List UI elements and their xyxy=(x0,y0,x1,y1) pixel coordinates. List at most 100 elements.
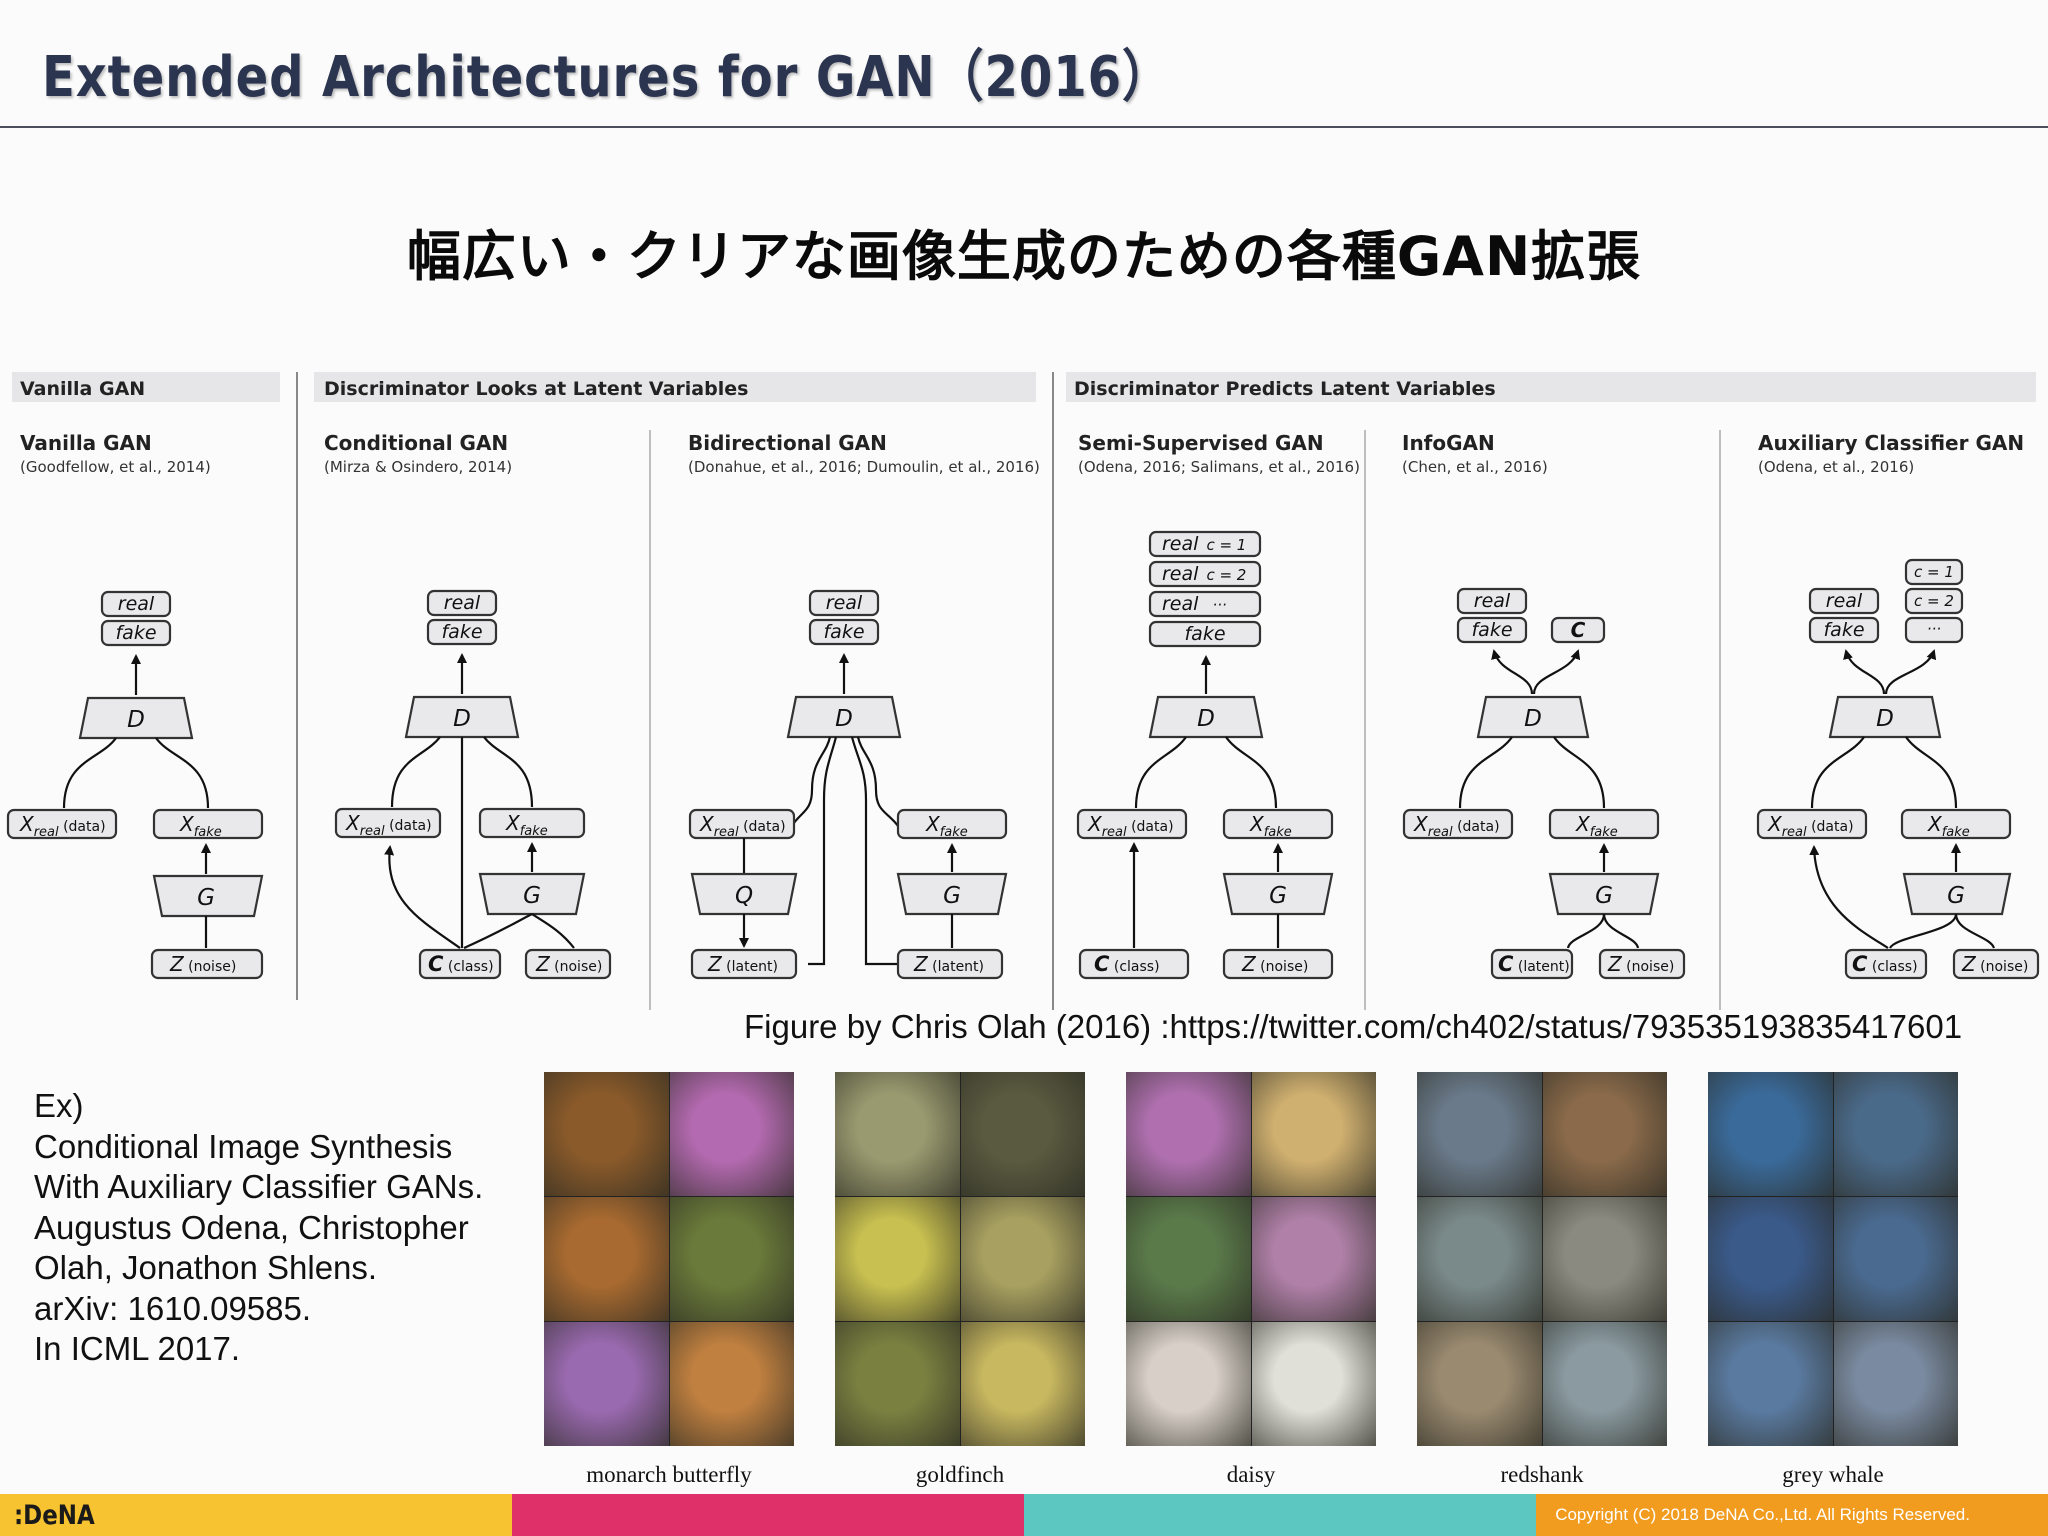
reference-line: Conditional Image Synthesis xyxy=(34,1127,453,1165)
footer-segment xyxy=(1024,1494,1536,1536)
sample-image xyxy=(669,1322,794,1446)
sample-image xyxy=(544,1197,669,1321)
reference-line: Augustus Odena, Christopher xyxy=(34,1208,469,1246)
model-title-conditional: Conditional GAN xyxy=(324,431,508,455)
section-header-vanilla: Vanilla GAN xyxy=(20,378,145,400)
dena-logo: :DeNA xyxy=(14,1500,95,1531)
svg-text:real: real xyxy=(1826,590,1863,612)
model-cite-bidirectional: (Donahue, et al., 2016; Dumoulin, et al.… xyxy=(688,458,1040,476)
svg-text:···: ··· xyxy=(1927,620,1941,638)
svg-text:C: C xyxy=(1571,618,1586,642)
svg-text:G: G xyxy=(1947,883,1965,909)
svg-text:fake: fake xyxy=(115,622,156,644)
svg-text:G: G xyxy=(1595,883,1613,909)
sample-image xyxy=(1833,1197,1958,1321)
reference-line: arXiv: 1610.09585. xyxy=(34,1289,312,1327)
section-header-predicts: Discriminator Predicts Latent Variables xyxy=(1074,378,1496,400)
svg-text:C (class): C (class) xyxy=(428,952,494,976)
sample-grid-redshank xyxy=(1417,1072,1667,1446)
sample-image xyxy=(1708,1072,1833,1196)
svg-text:D: D xyxy=(127,707,145,733)
model-title-semisupervised: Semi-Supervised GAN xyxy=(1078,431,1324,455)
model-title-acgan: Auxiliary Classifier GAN xyxy=(1758,431,2024,455)
sample-image xyxy=(835,1322,960,1446)
sample-image xyxy=(1833,1072,1958,1196)
svg-text:fake: fake xyxy=(823,621,864,643)
sample-image xyxy=(835,1197,960,1321)
svg-text:Q: Q xyxy=(735,883,753,909)
svg-text:D: D xyxy=(453,706,471,732)
sample-image xyxy=(1417,1322,1542,1446)
acgan-diagram: real fake c = 1 c = 2 ··· D Xreal (data)… xyxy=(1756,558,2040,980)
infogan-diagram: real fake C D Xreal (data) Xfake G C (la… xyxy=(1402,587,1686,980)
reference-line: In ICML 2017. xyxy=(34,1330,241,1367)
svg-text:real: real xyxy=(826,592,863,614)
figure-credit: Figure by Chris Olah (2016) :https://twi… xyxy=(744,1008,1963,1045)
slide-title: Extended Architectures for GAN（2016） xyxy=(42,45,1172,110)
model-title-bidirectional: Bidirectional GAN xyxy=(688,431,887,455)
reference-line: Olah, Jonathon Shlens. xyxy=(34,1249,378,1286)
sample-image xyxy=(669,1197,794,1321)
sample-grid-grey-whale xyxy=(1708,1072,1958,1446)
svg-text:c = 1: c = 1 xyxy=(1914,563,1954,581)
bidirectional-gan-diagram: real fake D Xreal (data) Xfake Q Z (late… xyxy=(688,589,1008,980)
svg-text:fake: fake xyxy=(1471,619,1512,641)
sample-caption: goldfinch xyxy=(915,1462,1005,1487)
model-cite-conditional: (Mirza & Osindero, 2014) xyxy=(324,458,512,476)
copyright-text: Copyright (C) 2018 DeNA Co.,Ltd. All Rig… xyxy=(1555,1505,1970,1524)
sample-image xyxy=(1126,1197,1251,1321)
model-title-vanilla: Vanilla GAN xyxy=(20,431,152,455)
sample-image xyxy=(1833,1322,1958,1446)
model-cite-semisupervised: (Odena, 2016; Salimans, et al., 2016) xyxy=(1078,458,1360,476)
footer-segment xyxy=(0,1494,512,1536)
sample-image xyxy=(1417,1072,1542,1196)
sample-image xyxy=(1708,1322,1833,1446)
svg-text:Z (latent): Z (latent) xyxy=(707,952,778,976)
svg-text:fake: fake xyxy=(441,621,482,643)
svg-text:real: real xyxy=(118,593,155,615)
conditional-gan-diagram: real fake D Xreal (data) Xfake G C (clas… xyxy=(334,589,612,980)
svg-text:G: G xyxy=(1269,883,1287,909)
svg-text:real: real xyxy=(1474,590,1511,612)
svg-text:fake: fake xyxy=(1184,623,1225,645)
svg-text:fake: fake xyxy=(1823,619,1864,641)
sample-grid-daisy xyxy=(1126,1072,1376,1446)
svg-text:G: G xyxy=(197,885,215,911)
sample-image xyxy=(1251,1072,1376,1196)
slide-subtitle: 幅広い・クリアな画像生成のための各種GAN拡張 xyxy=(406,225,1642,288)
sample-caption: monarch butterfly xyxy=(586,1462,752,1487)
reference-line: With Auxiliary Classifier GANs. xyxy=(34,1168,484,1205)
sample-caption: redshank xyxy=(1500,1462,1584,1487)
sample-image xyxy=(544,1072,669,1196)
sample-grid-goldfinch xyxy=(835,1072,1085,1446)
svg-text:D: D xyxy=(835,706,853,732)
svg-text:G: G xyxy=(943,883,961,909)
model-title-infogan: InfoGAN xyxy=(1402,431,1495,455)
footer-segment xyxy=(1536,1494,2048,1536)
sample-image xyxy=(1542,1197,1667,1321)
sample-caption: daisy xyxy=(1226,1462,1276,1487)
sample-image xyxy=(1251,1322,1376,1446)
sample-image xyxy=(1542,1322,1667,1446)
model-cite-acgan: (Odena, et al., 2016) xyxy=(1758,458,1914,476)
vanilla-gan-diagram: real fake D Xreal (data) Xfake G Z (nois… xyxy=(6,590,264,980)
model-cite-vanilla: (Goodfellow, et al., 2014) xyxy=(20,458,211,476)
section-header-looks: Discriminator Looks at Latent Variables xyxy=(324,378,748,400)
paper-reference: Ex) Conditional Image Synthesis With Aux… xyxy=(34,1086,483,1370)
svg-text:real···: real··· xyxy=(1162,593,1227,615)
svg-text:D: D xyxy=(1876,706,1894,732)
gan-architectures-diagram: Vanilla GAN Discriminator Looks at Laten… xyxy=(6,372,2040,1010)
sample-image xyxy=(960,1322,1085,1446)
svg-text:D: D xyxy=(1197,706,1215,732)
model-cite-infogan: (Chen, et al., 2016) xyxy=(1402,458,1548,476)
sample-image xyxy=(835,1072,960,1196)
sample-caption: grey whale xyxy=(1782,1462,1884,1487)
sample-image xyxy=(1126,1072,1251,1196)
sample-image xyxy=(960,1072,1085,1196)
reference-line: Ex) xyxy=(34,1087,84,1124)
sample-image xyxy=(1542,1072,1667,1196)
sample-grid-monarch xyxy=(544,1072,794,1446)
svg-text:D: D xyxy=(1524,706,1542,732)
sample-image xyxy=(1708,1197,1833,1321)
